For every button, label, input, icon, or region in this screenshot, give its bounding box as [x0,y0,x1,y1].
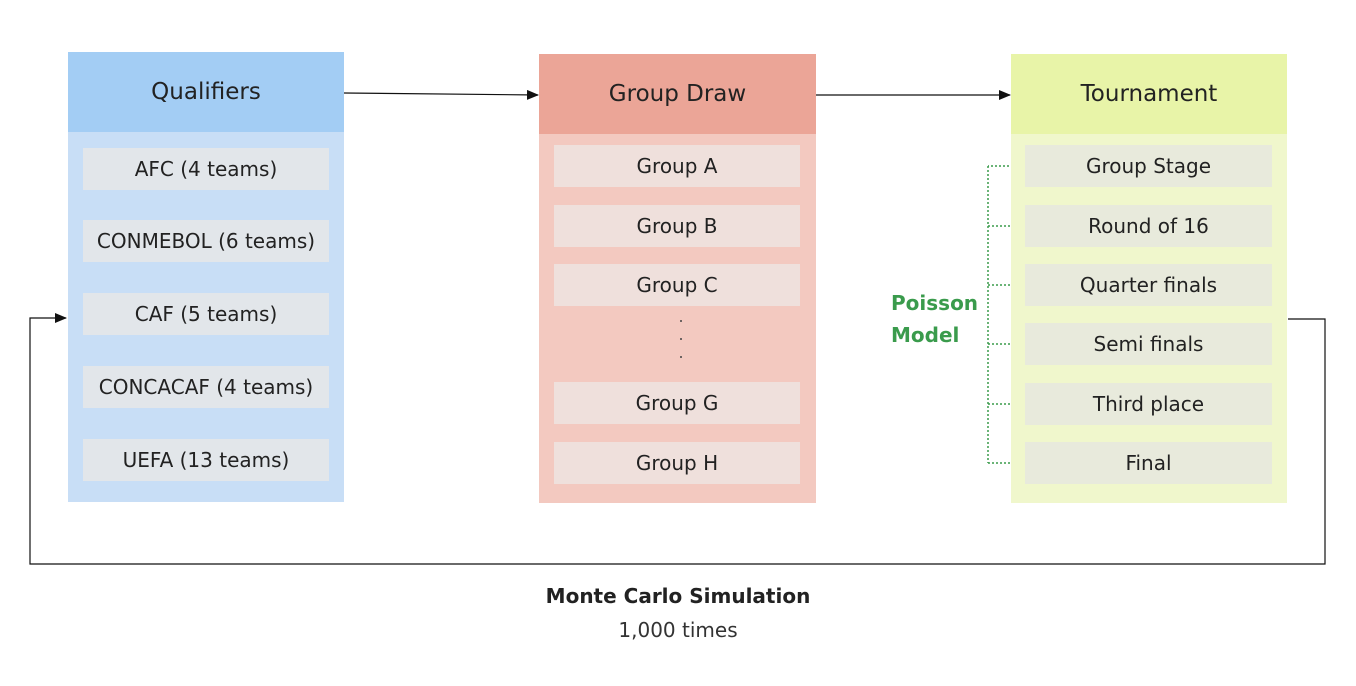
arrow-qualifiers-to-group-draw [343,89,539,100]
stage-group-stage: Group Stage [1025,145,1272,187]
tournament-column: Tournament Group Stage Round of 16 Quart… [1011,54,1287,503]
group-a: Group A [554,145,800,187]
qualifier-uefa: UEFA (13 teams) [83,439,329,481]
group-b: Group B [554,205,800,247]
tournament-header: Tournament [1011,54,1287,134]
group-draw-body [539,134,816,503]
qualifier-caf: CAF (5 teams) [83,293,329,335]
qualifier-conmebol: CONMEBOL (6 teams) [83,220,329,262]
stage-final: Final [1025,442,1272,484]
group-c: Group C [554,264,800,306]
poisson-label-line2: Model [891,323,960,347]
group-g: Group G [554,382,800,424]
monte-carlo-title: Monte Carlo Simulation [545,584,811,608]
monte-carlo-loop [29,313,1326,565]
stage-quarter-finals: Quarter finals [1025,264,1272,306]
qualifier-concacaf: CONCACAF (4 teams) [83,366,329,408]
tournament-body [1011,134,1287,503]
stage-semi-finals: Semi finals [1025,323,1272,365]
monte-carlo-subtitle: 1,000 times [618,618,738,642]
qualifiers-column: Qualifiers AFC (4 teams) CONMEBOL (6 tea… [68,52,344,502]
ellipsis-dots [677,316,687,366]
stage-third-place: Third place [1025,383,1272,425]
poisson-model-label: Poisson Model [891,287,978,351]
group-draw-column: Group Draw Group A Group B Group C Group… [539,54,816,503]
poisson-label-line1: Poisson [891,291,979,315]
group-h: Group H [554,442,800,484]
stage-round-of-16: Round of 16 [1025,205,1272,247]
qualifiers-header: Qualifiers [68,52,344,132]
qualifier-afc: AFC (4 teams) [83,148,329,190]
group-draw-header: Group Draw [539,54,816,134]
